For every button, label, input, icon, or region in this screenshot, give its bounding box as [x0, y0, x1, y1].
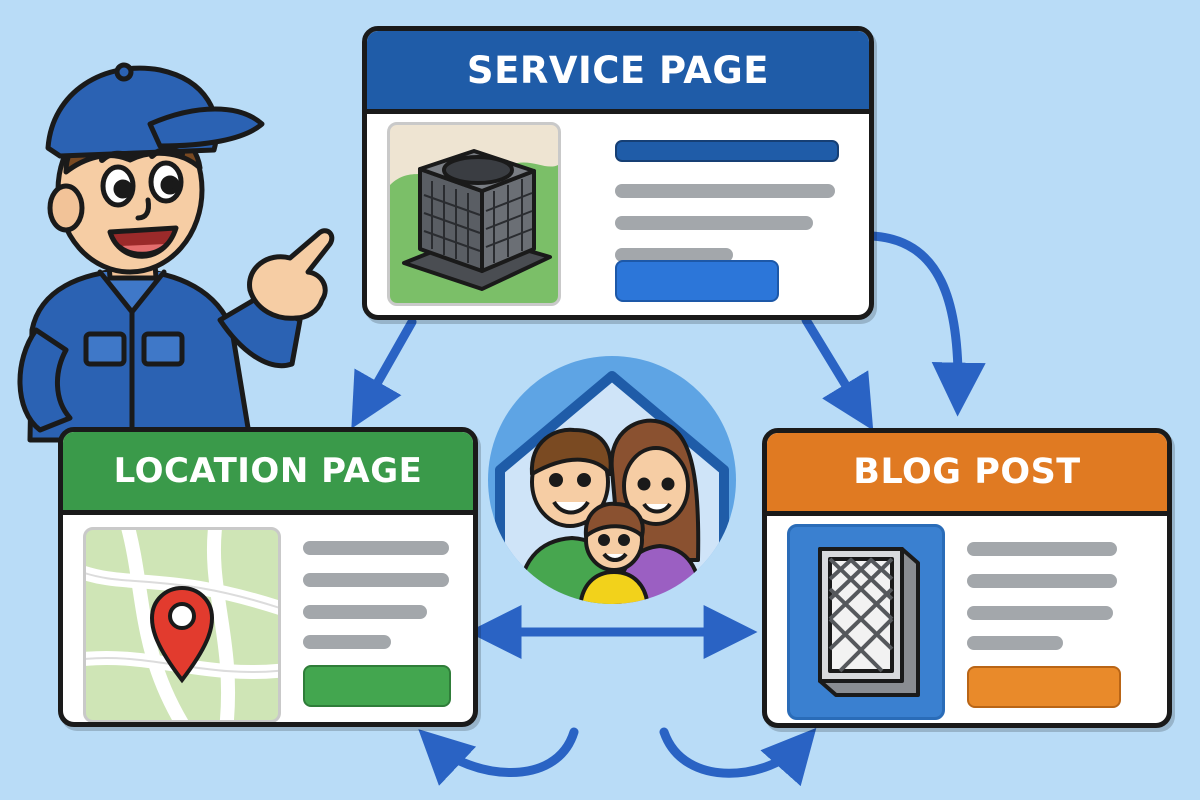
text-line [967, 606, 1113, 620]
service-page-body [367, 114, 869, 315]
map-pin-icon [149, 585, 215, 684]
text-line [967, 542, 1117, 556]
text-line [303, 635, 391, 649]
arrow-service-to-location [351, 317, 417, 429]
arrow-service-to-blog [801, 315, 874, 431]
text-line [615, 184, 835, 198]
air-filter-icon [787, 524, 945, 720]
blog-post-card: BLOG POST [762, 428, 1172, 728]
location-page-card: LOCATION PAGE [58, 427, 478, 727]
service-page-card: SERVICE PAGE [362, 26, 874, 320]
cta-button [303, 665, 451, 707]
text-line [967, 574, 1117, 588]
location-page-title: LOCATION PAGE [63, 432, 473, 515]
heading-bar [615, 140, 839, 162]
text-line [967, 636, 1063, 650]
arrow-curve-bottom-left [418, 727, 579, 786]
text-line [303, 605, 427, 619]
text-line [615, 216, 813, 230]
air-conditioner-icon [387, 122, 561, 306]
location-page-body [63, 515, 473, 722]
arrow-service-curve-to-blog [867, 231, 986, 417]
service-page-title: SERVICE PAGE [367, 31, 869, 114]
arrow-curve-bottom-right [659, 727, 817, 787]
map-icon [83, 527, 281, 722]
text-line [615, 248, 733, 262]
blog-post-body [767, 516, 1167, 723]
blog-post-title: BLOG POST [767, 433, 1167, 516]
cta-button [967, 666, 1121, 708]
text-line [303, 573, 449, 587]
text-line [303, 541, 449, 555]
cta-button [615, 260, 779, 302]
